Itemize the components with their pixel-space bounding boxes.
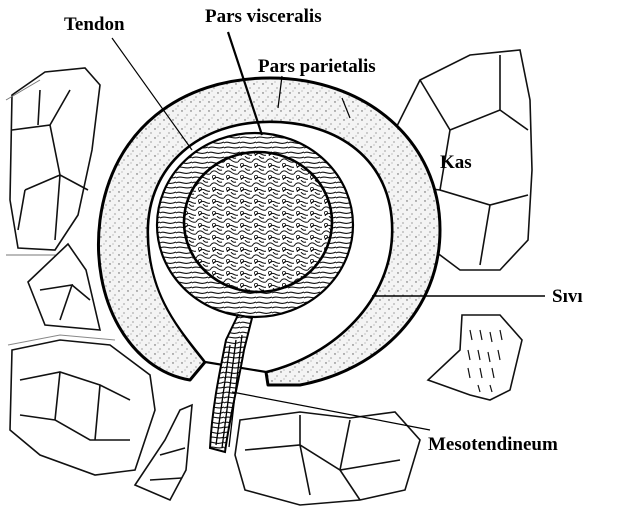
label-sivi: Sıvı bbox=[552, 286, 583, 307]
label-pars-parietalis: Pars parietalis bbox=[258, 56, 376, 77]
tendon-core bbox=[184, 152, 332, 292]
muscle-block-bottom-right bbox=[235, 412, 420, 505]
muscle-block-top-left bbox=[6, 68, 100, 255]
label-tendon: Tendon bbox=[64, 14, 125, 35]
label-pars-visceralis: Pars visceralis bbox=[205, 6, 322, 27]
muscle-block-right-lower bbox=[428, 315, 522, 400]
muscle-block-bottom-left bbox=[8, 335, 155, 475]
label-kas: Kas bbox=[440, 152, 472, 173]
label-mesotendineum: Mesotendineum bbox=[428, 434, 558, 455]
